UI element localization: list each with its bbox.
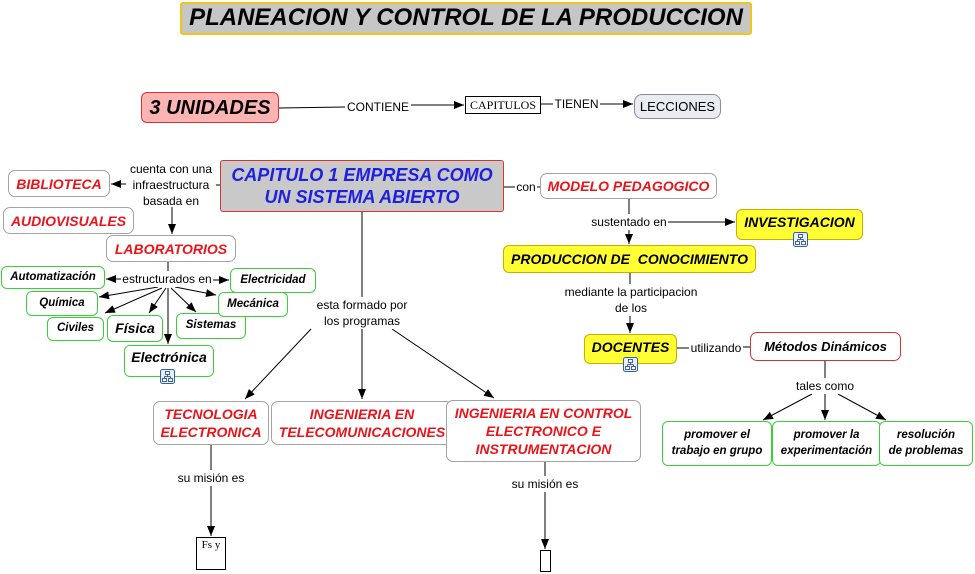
link-label-tales-como: tales como [795,378,855,394]
concept-mision-control-empty [540,550,551,572]
concept-biblioteca: BIBLIOTECA [8,170,110,197]
concept-produccion-conocimiento: PRODUCCION DE CONOCIMIENTO [503,245,756,273]
arrow-estructurados-civiles [104,287,163,314]
cmap-link-icon[interactable] [793,232,808,247]
concept-metodos-dinamicos: Métodos Dinámicos [750,332,901,361]
concept-mision-tecnologia: Fs y [196,537,226,570]
arrow-tales-como-trabajo [762,393,813,421]
link-label-estructurados: estructurados en [121,271,213,287]
concept-3-unidades: 3 UNIDADES [141,92,279,123]
concept-fisica: Física [107,315,163,342]
concept-trabajo-en-grupo: promover el trabajo en grupo [662,421,772,466]
link-label-mision-control: su misión es [507,476,583,492]
cmap-link-icon[interactable] [160,369,175,384]
arrow-tales-como-resolucion [837,393,887,421]
concept-mecanica: Mecánica [218,292,288,317]
concept-capitulos: CAPITULOS [465,96,541,114]
concept-experimentacion: promover la experimentación [772,421,881,466]
concept-audiovisuales: AUDIOVISUALES [3,207,134,234]
link-label-contiene: CONTIENE [345,99,411,115]
arrow-estructurados-fisica [148,287,167,314]
concept-automatizacion: Automatización [1,266,105,289]
concept-capitulo-1: CAPITULO 1 EMPRESA COMO UN SISTEMA ABIER… [220,160,504,212]
concept-laboratorios: LABORATORIOS [106,235,236,262]
link-label-utilizando: utilizando [689,340,743,356]
concept-sistemas: Sistemas [176,313,246,339]
arrow-estructurados-mecanica [174,286,217,298]
concept-resolucion-problemas: resolución de problemas [879,421,973,466]
concept-civiles: Civiles [47,317,104,341]
connector-unidades-contiene [278,106,346,109]
concept-ingenieria-telecomunicaciones: INGENIERIA EN TELECOMUNICACIONES [271,401,453,445]
cmap-link-icon[interactable] [623,357,638,372]
link-label-con: con [515,179,537,195]
map-title: PLANEACION Y CONTROL DE LA PRODUCCION [180,2,752,35]
link-label-sustentado: sustentado en [590,214,668,230]
link-label-mediante: mediante la participacion de los [561,284,701,316]
link-label-cuenta-con: cuenta con una infraestructura basada en [126,161,216,208]
link-label-formado: esta formado por los programas [312,297,412,329]
arrow-formado-control [391,328,495,399]
concept-electricidad: Electricidad [230,268,316,293]
arrow-estructurados-quimica [98,286,159,300]
concept-tecnologia-electronica: TECNOLOGIA ELECTRONICA [153,401,269,445]
link-label-mision-tecnologia: su misión es [173,470,249,486]
concept-modelo-pedagogico: MODELO PEDAGOGICO [540,173,717,199]
concept-quimica: Química [26,291,98,316]
concept-ingenieria-control: INGENIERIA EN CONTROL ELECTRONICO E INST… [446,400,641,462]
arrow-formado-tecnologia [244,328,312,400]
arrow-estructurados-sistemas [170,287,197,313]
concept-lecciones: LECCIONES [634,94,721,119]
link-label-tienen: TIENEN [553,96,600,112]
